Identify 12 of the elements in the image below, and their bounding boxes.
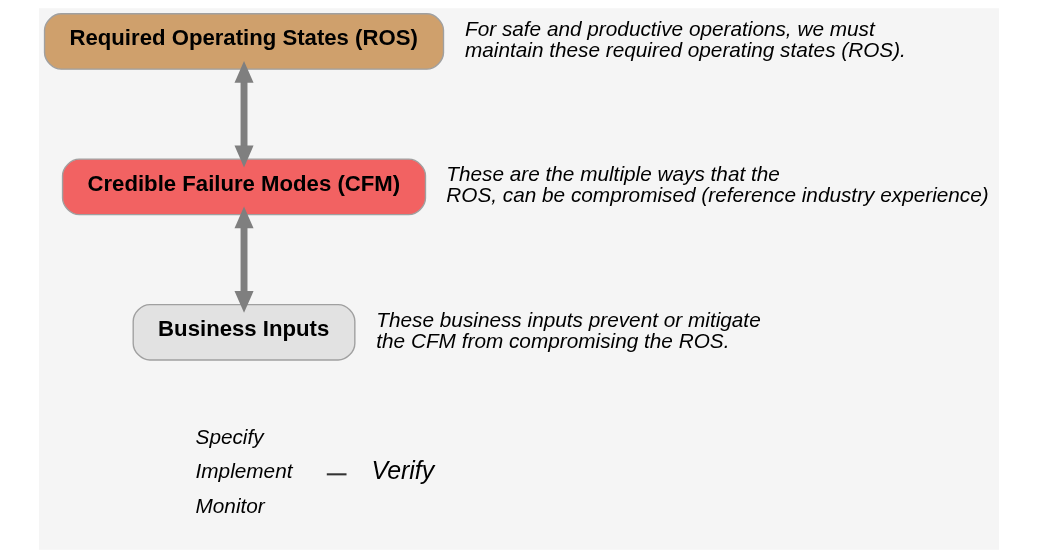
node-label: These business inputs prevent or mitigate the CFM from compromising the ROS. — [376, 307, 761, 352]
label: Implement — [195, 459, 293, 483]
node-label: These are the multiple ways that the ROS, can be compromised (reference industry experience) — [446, 162, 989, 207]
node-label: For safe and productive operations, we must maintain these required operating states (ROS). — [464, 16, 906, 61]
node-box: Required Operating States (ROS) — [43, 13, 445, 70]
node-box: Credible Failure Modes (CFM) — [61, 158, 427, 216]
arrow — [234, 206, 254, 313]
label: Specify — [195, 424, 264, 448]
label: Monitor — [195, 494, 265, 518]
arrow — [234, 61, 254, 168]
node-box: Business Inputs — [132, 303, 356, 361]
label: Verify — [371, 456, 435, 485]
